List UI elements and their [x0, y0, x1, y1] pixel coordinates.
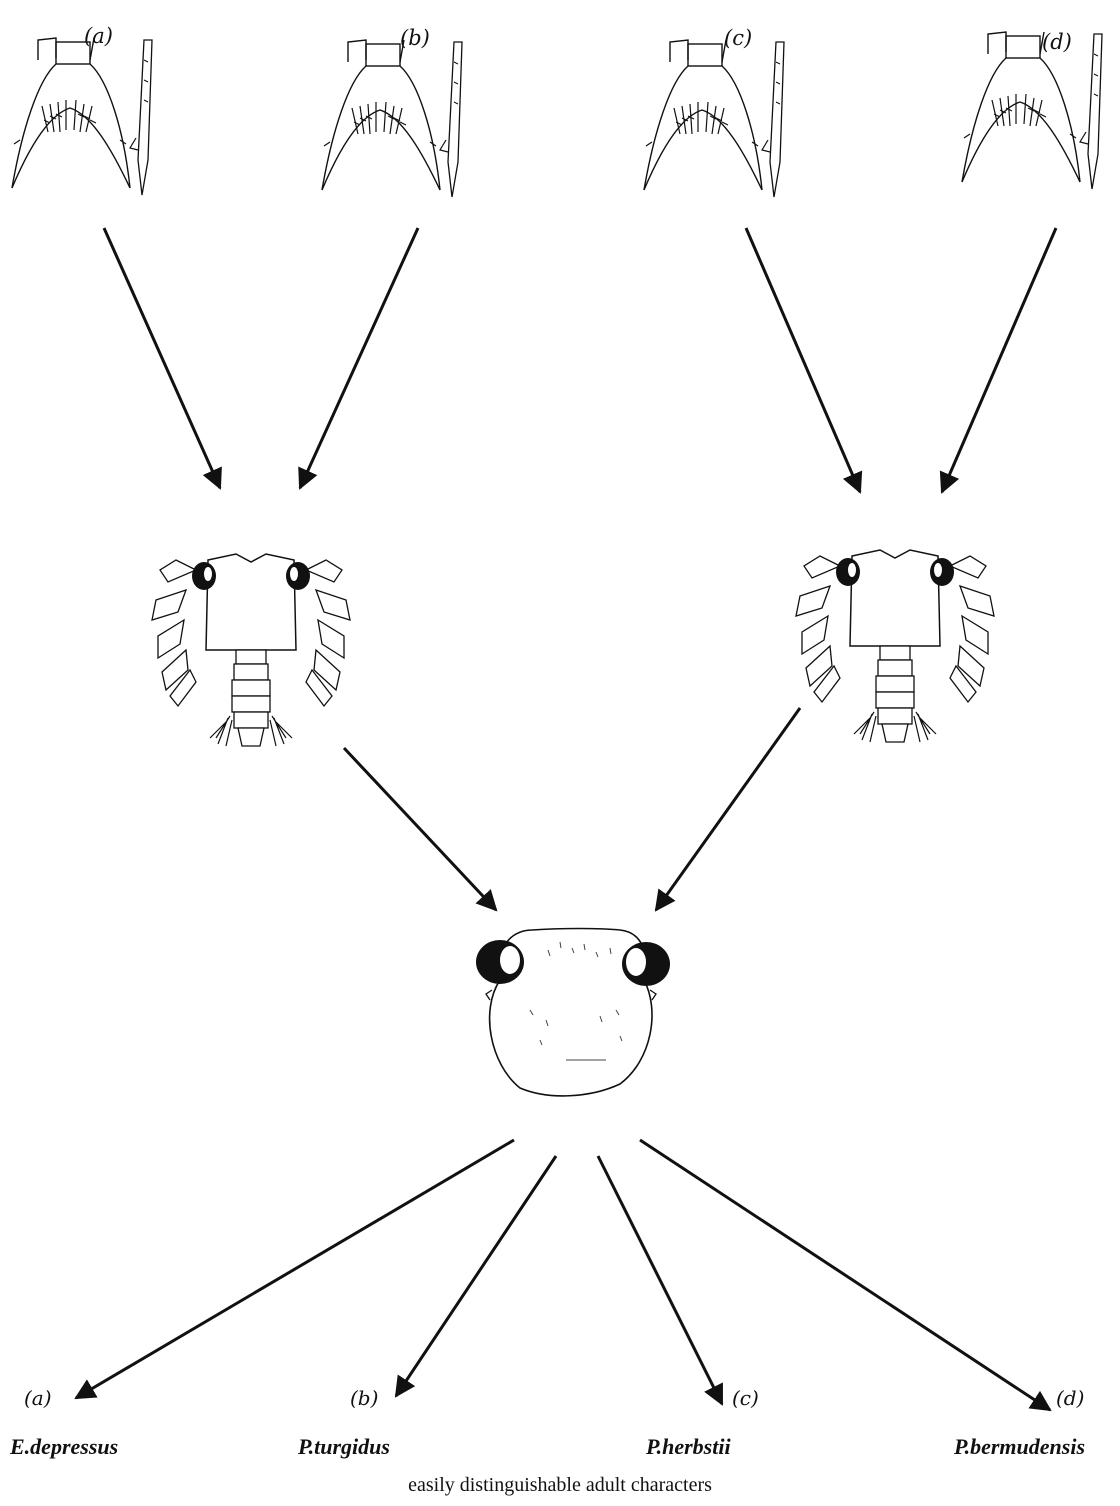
bottom-label-d: (d) — [1056, 1386, 1085, 1410]
arrows-megalopa-to-crab — [342, 707, 802, 912]
first-crab-figure — [476, 927, 670, 1097]
figure-caption: easily distinguishable adult characters — [408, 1474, 712, 1496]
bottom-label-b: (b) — [350, 1386, 379, 1410]
arrow-to-species-a — [74, 1138, 515, 1400]
top-label-b: (b) — [400, 26, 430, 50]
zoea-telson-figure-b — [321, 39, 463, 198]
bottom-label-a: (a) — [24, 1386, 52, 1410]
species-name-c: P.herbstii — [646, 1434, 731, 1459]
arrow-d-to-megalopa-right — [939, 227, 1058, 494]
bottom-label-c: (c) — [732, 1386, 759, 1410]
arrow-left-megalopa-to-crab — [342, 746, 498, 912]
arrows-zoea-to-megalopa — [102, 227, 1058, 494]
megalopa-figure-right — [795, 549, 995, 743]
arrow-a-to-megalopa-left — [102, 227, 222, 490]
arrow-to-species-b — [394, 1155, 558, 1398]
top-label-c: (c) — [724, 26, 753, 50]
zoea-telson-figure-c — [643, 39, 785, 198]
arrows-crab-to-adults — [74, 1138, 1052, 1412]
species-name-a: E.depressus — [10, 1434, 119, 1459]
megalopa-figure-left — [151, 553, 351, 747]
top-label-a: (a) — [84, 24, 113, 48]
species-name-d: P.bermudensis — [954, 1434, 1086, 1459]
arrow-c-to-megalopa-right — [744, 227, 863, 494]
top-label-d: (d) — [1042, 30, 1072, 54]
species-name-b: P.turgidus — [298, 1434, 390, 1459]
arrow-b-to-megalopa-left — [298, 227, 420, 490]
zoea-telson-figure-a — [11, 37, 153, 196]
arrow-to-species-c — [596, 1155, 724, 1406]
arrow-right-megalopa-to-crab — [654, 707, 802, 912]
zoea-telson-figure-d — [961, 31, 1103, 190]
arrow-to-species-d — [639, 1138, 1052, 1412]
